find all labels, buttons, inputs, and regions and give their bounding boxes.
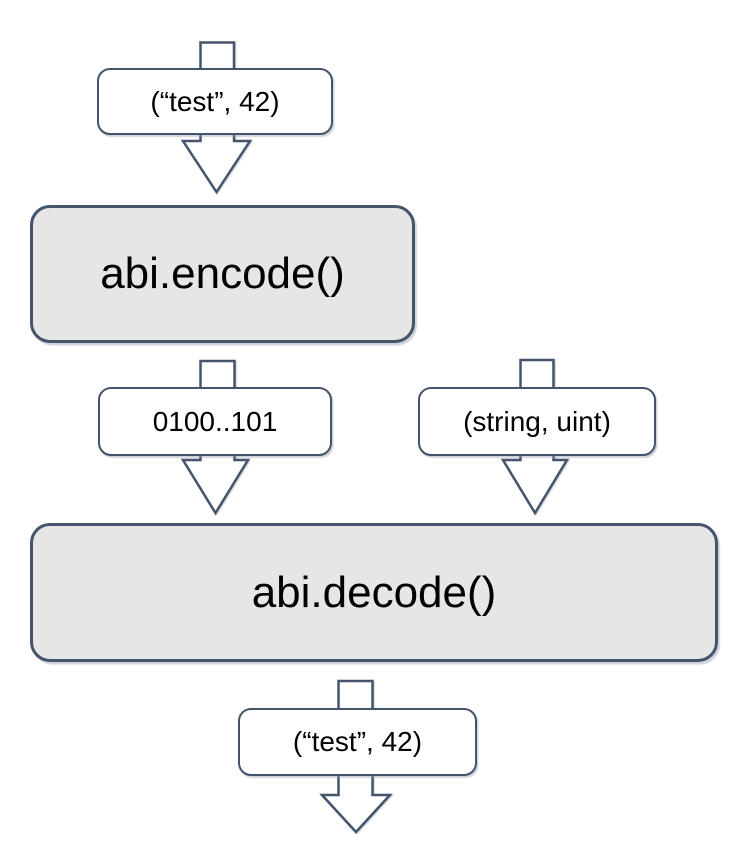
node-input-tuple: (“test”, 42) — [97, 68, 333, 135]
node-abi-encode: abi.encode() — [30, 205, 415, 343]
node-output-tuple: (“test”, 42) — [238, 708, 477, 776]
node-abi-decode-label: abi.decode() — [251, 567, 497, 617]
node-abi-encode-label: abi.encode() — [100, 249, 345, 298]
node-types-tuple-label: (string, uint) — [463, 405, 611, 437]
node-abi-decode: abi.decode() — [30, 523, 718, 662]
node-input-tuple-label: (“test”, 42) — [150, 85, 280, 117]
node-output-tuple-label: (“test”, 42) — [292, 726, 423, 757]
node-encoded-bytes: 0100..101 — [98, 387, 332, 456]
node-types-tuple: (string, uint) — [418, 387, 656, 456]
node-encoded-bytes-label: 0100..101 — [152, 405, 278, 437]
